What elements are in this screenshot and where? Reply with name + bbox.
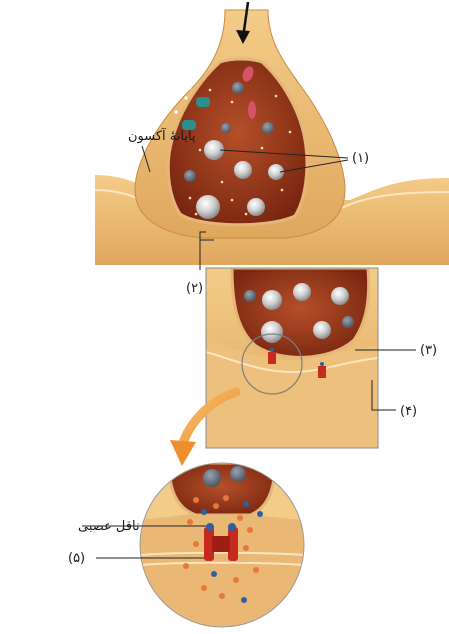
vesicle (184, 170, 196, 182)
magnified-view (140, 463, 304, 627)
vesicle (331, 287, 349, 305)
neurotransmitter-molecule (183, 563, 189, 569)
neurotransmitter-molecule (243, 545, 249, 551)
label-part-2: (۲) (186, 281, 203, 296)
neurotransmitter-molecule (193, 541, 199, 547)
label-part-3: (۳) (420, 343, 437, 358)
vesicle (293, 283, 311, 301)
neurotransmitter-molecule (213, 503, 219, 509)
neurotransmitter-molecule (237, 515, 243, 521)
neurotransmitter-molecule (257, 511, 263, 517)
neurotransmitter-molecule (223, 495, 229, 501)
neurotransmitter-molecule (243, 501, 249, 507)
neurotransmitter-molecule (247, 527, 253, 533)
neurotransmitter-molecule (241, 597, 247, 603)
axon-terminal (135, 10, 345, 238)
vesicle (261, 321, 283, 343)
vesicle (342, 316, 354, 328)
vesicle (262, 122, 274, 134)
label-part-4: (۴) (400, 404, 417, 419)
label-part-5: (۵) (68, 551, 85, 566)
neurotransmitter-molecule (219, 593, 225, 599)
vesicle (262, 290, 282, 310)
inset-panel (206, 268, 378, 448)
vesicle (247, 198, 265, 216)
vesicle (313, 321, 331, 339)
vesicle (234, 161, 252, 179)
vesicle (221, 123, 231, 133)
neurotransmitter-molecule (187, 519, 193, 525)
label-part-1: (۱) (352, 151, 369, 166)
neurotransmitter-molecule (193, 497, 199, 503)
label-axon-terminal: پایانهٔ آکسون (128, 127, 196, 144)
neurotransmitter-molecule (211, 571, 217, 577)
neurotransmitter-molecule (201, 509, 207, 515)
vesicle (244, 290, 256, 302)
neurotransmitter-molecule (201, 585, 207, 591)
vesicle (196, 195, 220, 219)
neurotransmitter-molecule (233, 577, 239, 583)
vesicle (232, 82, 244, 94)
neurotransmitter-molecule (253, 567, 259, 573)
